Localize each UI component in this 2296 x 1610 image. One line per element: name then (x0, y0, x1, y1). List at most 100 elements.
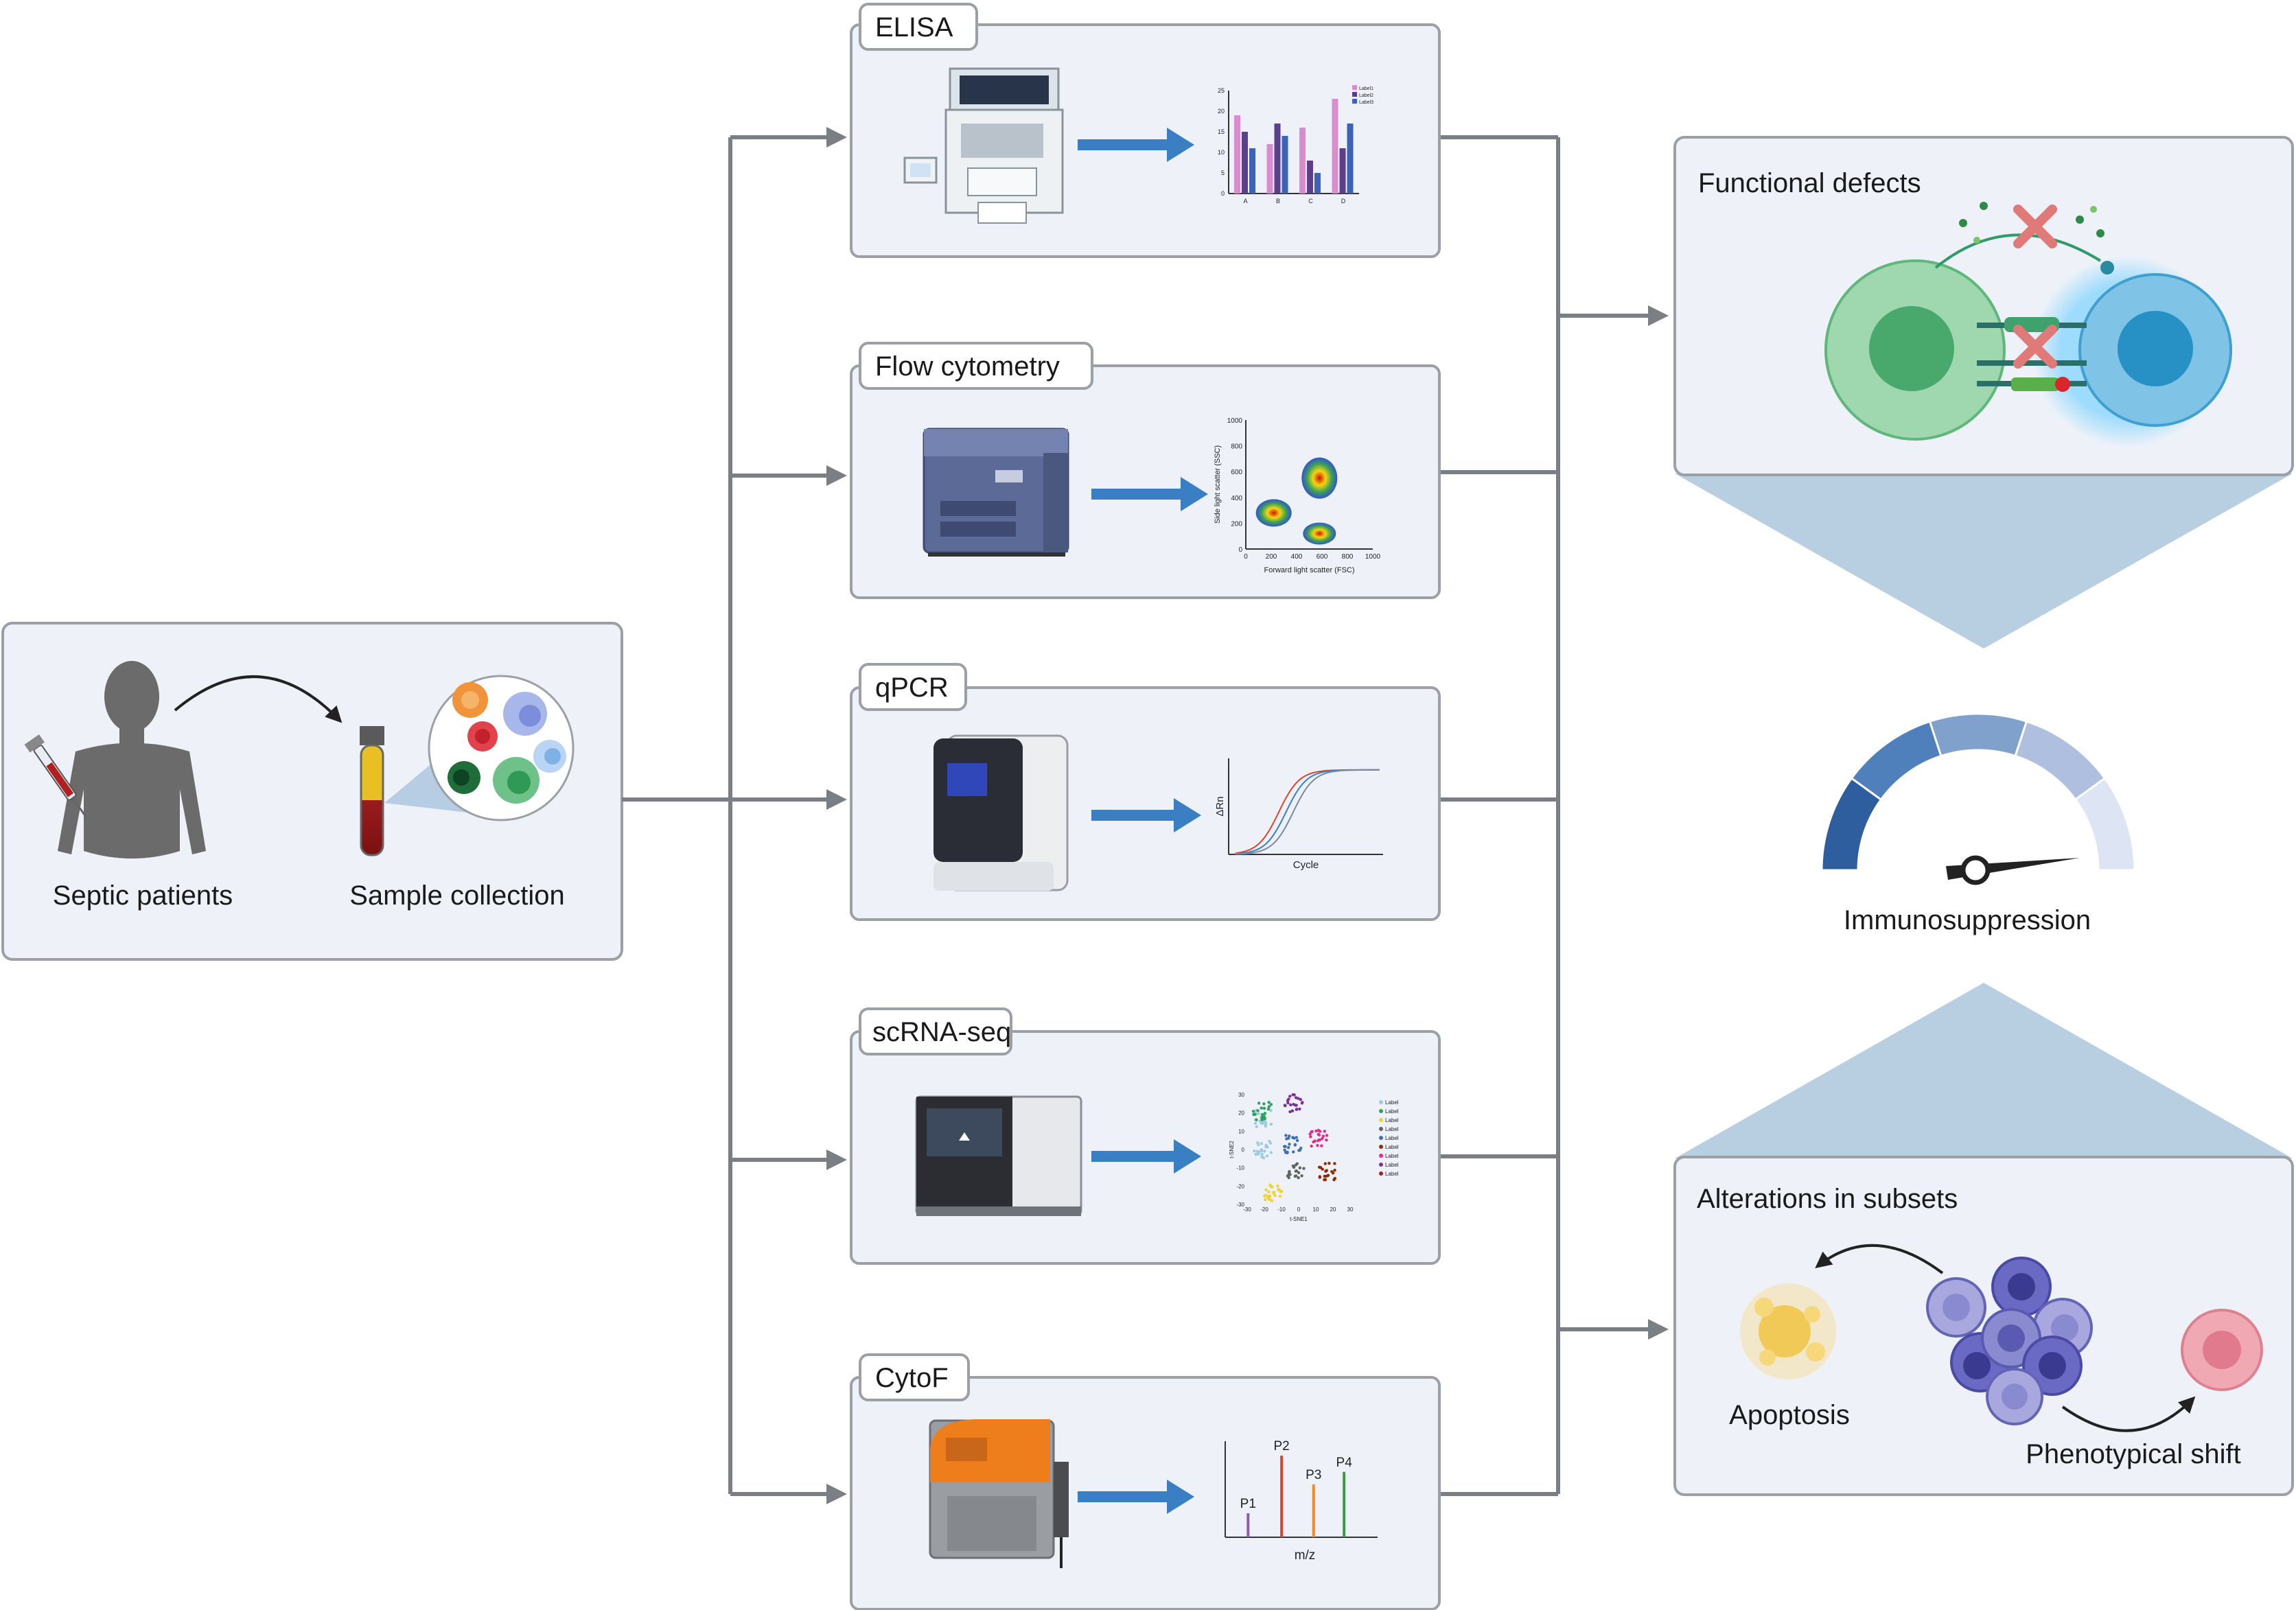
tsne-point (1265, 1154, 1269, 1158)
tsne-point (1270, 1185, 1274, 1189)
tsne-point (1257, 1101, 1261, 1105)
tsne-point (1288, 1143, 1291, 1146)
tsne-legend-dot (1379, 1118, 1383, 1122)
tsne-point (1263, 1150, 1266, 1153)
elisa-legend-label: Label1 (1359, 86, 1373, 91)
elisa-legend-label: Label3 (1359, 100, 1373, 105)
subsets-panel: Alterations in subsets Apoptosis Phenoty… (1673, 983, 2294, 1496)
syringe-icon (24, 734, 88, 819)
tsne-point (1297, 1171, 1301, 1175)
tsne-point (1298, 1107, 1301, 1111)
tsne-point (1266, 1196, 1270, 1200)
flow-x-tick: 200 (1266, 553, 1277, 561)
tsne-x-tick: 20 (1330, 1206, 1336, 1213)
tsne-point (1268, 1141, 1273, 1145)
flow-population (1301, 457, 1338, 499)
method-title-cytof: CytoF (875, 1363, 949, 1393)
tsne-point (1286, 1151, 1289, 1155)
tsne-point (1317, 1133, 1321, 1137)
blood-cells-magnifier-icon (428, 675, 575, 821)
cytof-peak-label: P4 (1336, 1456, 1353, 1470)
tsne-point (1262, 1156, 1266, 1160)
tsne-y-tick: 10 (1238, 1128, 1244, 1134)
cytof-arrow-icon (1078, 1480, 1194, 1514)
tsne-x-tick: 30 (1347, 1206, 1354, 1213)
tsne-point (1267, 1190, 1271, 1194)
cell-cluster-icon (1926, 1257, 2093, 1425)
tsne-point (1287, 1097, 1290, 1101)
elisa-x-tick: B (1276, 198, 1280, 205)
tsne-point (1312, 1140, 1315, 1144)
tsne-point (1293, 1143, 1297, 1147)
tsne-point (1264, 1143, 1268, 1147)
elisa-y-tick: 0 (1221, 190, 1225, 197)
elisa-bar (1314, 173, 1321, 194)
tsne-point (1287, 1176, 1290, 1180)
elisa-bar (1299, 128, 1306, 194)
tsne-point (1295, 1139, 1299, 1143)
tsne-legend-dot (1379, 1154, 1383, 1158)
tsne-point (1262, 1102, 1266, 1106)
tsne-point (1255, 1118, 1258, 1121)
flow-x-tick: 600 (1317, 553, 1328, 561)
elisa-bar (1274, 124, 1281, 194)
tsne-point (1319, 1166, 1323, 1169)
elisa-legend-label: Label2 (1359, 93, 1373, 98)
gauge-label: Immunosuppression (1844, 905, 2091, 935)
qpcr-arrow-icon (1091, 798, 1201, 832)
tsne-point (1318, 1175, 1322, 1178)
elisa-legend-swatch (1352, 99, 1357, 104)
elisa-bar (1249, 148, 1255, 194)
tsne-point (1267, 1101, 1271, 1104)
tsne-point (1309, 1135, 1312, 1139)
tsne-point (1288, 1110, 1292, 1114)
tsne-point (1264, 1198, 1267, 1202)
tsne-point (1333, 1169, 1336, 1172)
tsne-point (1257, 1112, 1260, 1116)
tsne-point (1284, 1145, 1287, 1148)
flow-y-tick: 400 (1231, 495, 1242, 502)
tsne-point (1325, 1169, 1329, 1172)
tsne-point (1252, 1112, 1255, 1117)
tsne-point (1288, 1095, 1292, 1098)
elisa-x-tick: A (1243, 198, 1247, 205)
tsne-point (1273, 1193, 1277, 1198)
cytof-peak-label: P2 (1274, 1439, 1290, 1454)
tsne-point (1263, 1112, 1267, 1115)
tsne-point (1293, 1174, 1297, 1178)
tsne-point (1264, 1121, 1268, 1125)
tsne-point (1251, 1110, 1255, 1113)
tsne-point (1256, 1109, 1260, 1112)
tsne-point (1260, 1149, 1264, 1152)
tsne-point (1292, 1136, 1296, 1140)
tsne-point (1263, 1117, 1266, 1121)
tsne-legend-label: Label (1385, 1144, 1399, 1150)
blocked-signal-icon (2013, 205, 2057, 369)
tsne-point (1290, 1109, 1295, 1112)
tsne-point (1321, 1134, 1325, 1138)
elisa-bar (1347, 124, 1354, 194)
apoptosis-label: Apoptosis (1729, 1400, 1850, 1430)
tsne-point (1287, 1146, 1290, 1150)
phenotype-arrow-icon (2061, 1396, 2196, 1432)
blood-tube-icon (360, 726, 384, 856)
tsne-point (1272, 1191, 1275, 1195)
tsne-x-tick: 0 (1297, 1206, 1301, 1213)
flow-x-tick: 0 (1244, 553, 1248, 561)
elisa-legend-swatch (1352, 92, 1357, 97)
elisa-y-tick: 15 (1218, 128, 1225, 135)
tsne-y-tick: 0 (1242, 1147, 1245, 1153)
tsne-point (1288, 1169, 1291, 1174)
tsne-point (1292, 1150, 1295, 1154)
flow-x-tick: 800 (1342, 553, 1354, 561)
elisa-bar (1282, 136, 1288, 194)
tsne-point (1278, 1194, 1282, 1198)
flow-population (1255, 499, 1292, 527)
tsne-y-tick: -30 (1236, 1202, 1244, 1208)
tsne-legend-dot (1379, 1171, 1383, 1176)
tsne-point (1332, 1171, 1335, 1175)
tsne-point (1279, 1190, 1284, 1193)
flow-y-tick: 800 (1231, 443, 1242, 451)
